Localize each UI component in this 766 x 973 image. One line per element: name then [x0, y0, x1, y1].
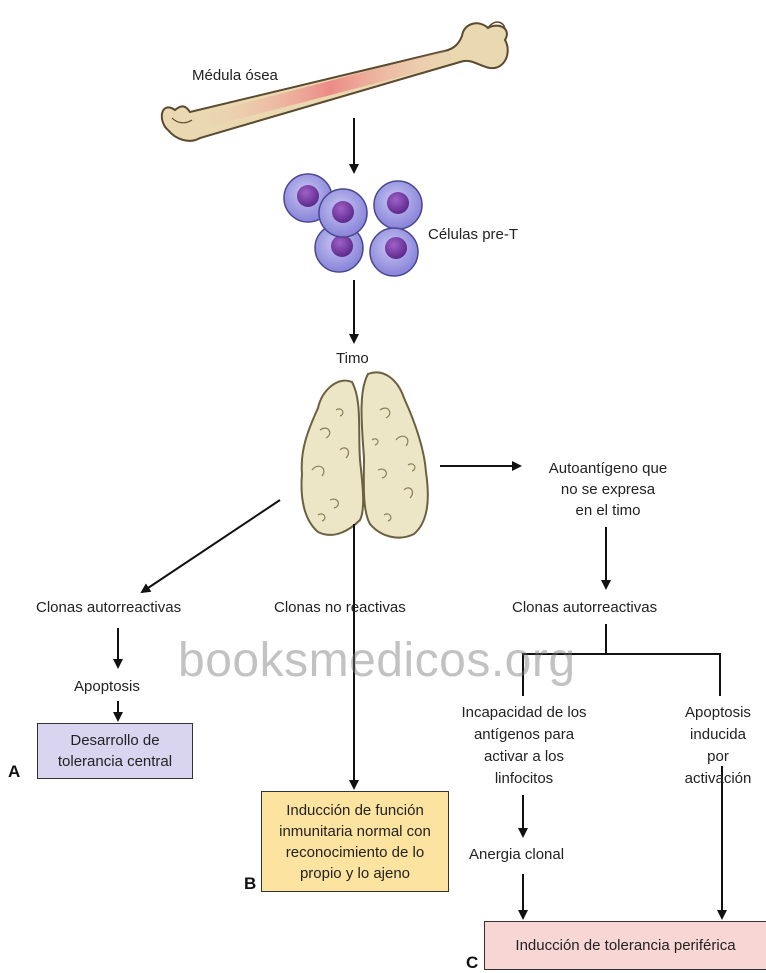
label-bone-marrow: Médula ósea — [192, 66, 278, 86]
thymus-illustration — [302, 372, 428, 537]
peripheral-tolerance-box: Inducción de tolerancia periférica — [484, 921, 766, 970]
label-apoptosis: Apoptosis — [74, 677, 140, 697]
arrow-thymus-to-left-clones — [142, 500, 280, 592]
pre-t-cells-illustration — [284, 174, 422, 276]
label-autoantigen: Autoantígeno que no se expresa en el tim… — [549, 458, 667, 521]
normal-immune-function-box: Inducción de función inmunitaria normal … — [261, 791, 449, 892]
label-autoreactive-clones-left: Clonas autorreactivas — [36, 598, 181, 618]
branch-connector-right — [606, 654, 720, 696]
label-clonal-anergy: Anergia clonal — [469, 845, 564, 865]
label-thymus: Timo — [336, 349, 369, 369]
central-tolerance-box: Desarrollo de tolerancia central — [37, 723, 193, 779]
watermark: booksmedicos.org — [178, 633, 576, 688]
panel-label-a: A — [8, 762, 20, 782]
panel-label-c: C — [466, 953, 478, 973]
panel-label-b: B — [244, 874, 256, 894]
label-autoreactive-clones-right: Clonas autorreactivas — [512, 598, 657, 618]
label-activation-induced-apoptosis: Apoptosis inducida por activación — [685, 702, 752, 790]
label-pre-t-cells: Células pre-T — [428, 225, 518, 245]
label-antigen-incapacity: Incapacidad de los antígenos para activa… — [461, 702, 586, 790]
label-nonreactive-clones: Clonas no reactivas — [274, 598, 406, 618]
